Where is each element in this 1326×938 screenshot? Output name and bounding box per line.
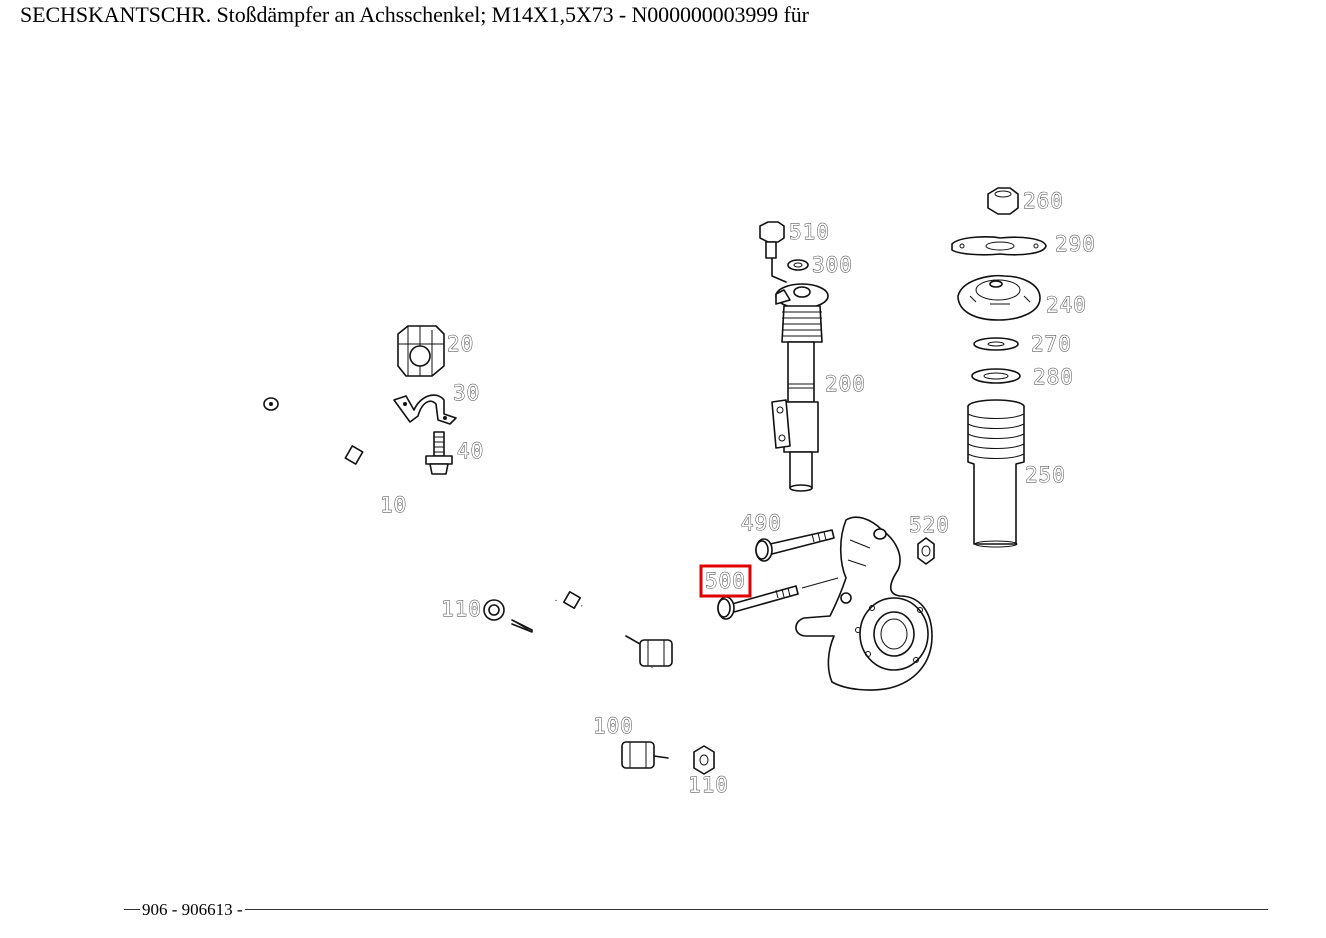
nut-110-bottom-part[interactable] [693, 745, 715, 775]
label-part-300[interactable]: 300 [812, 253, 853, 278]
highlight-box-500 [699, 564, 752, 598]
label-part-10[interactable]: 10 [380, 493, 407, 518]
bump-stop-part[interactable] [971, 368, 1021, 384]
page-title: SECHSKANTSCHR. Stoßdämpfer an Achsschenk… [20, 2, 809, 27]
label-part-200[interactable]: 200 [825, 372, 866, 397]
label-part-520[interactable]: 520 [909, 513, 950, 538]
protective-boot-part[interactable] [967, 399, 1025, 548]
label-part-110-left[interactable]: 110 [441, 597, 482, 622]
label-part-110-bottom[interactable]: 110 [688, 773, 729, 798]
nut-260-part[interactable] [987, 187, 1019, 215]
coupling-rod-part[interactable] [621, 635, 673, 769]
label-part-240[interactable]: 240 [1046, 293, 1087, 318]
bolt-490-part[interactable] [755, 529, 835, 562]
washer-270-part[interactable] [973, 337, 1019, 351]
strut-mount-part[interactable] [957, 274, 1041, 321]
label-part-250[interactable]: 250 [1025, 463, 1066, 488]
bushing-part[interactable] [397, 325, 445, 377]
nut-110-left-part[interactable] [483, 599, 533, 633]
label-part-280[interactable]: 280 [1033, 365, 1074, 390]
steering-knuckle-part[interactable] [795, 516, 933, 691]
shock-absorber-part[interactable] [771, 255, 829, 492]
footer-reference: 906 - 906613 - [140, 900, 245, 920]
nut-520-part[interactable] [917, 537, 935, 565]
label-part-260[interactable]: 260 [1023, 189, 1064, 214]
stabilizer-bar-part[interactable] [263, 367, 642, 645]
bolt-40-part[interactable] [425, 431, 453, 475]
plate-290-part[interactable] [951, 236, 1047, 256]
label-part-290[interactable]: 290 [1055, 232, 1096, 257]
label-part-100[interactable]: 100 [593, 714, 634, 739]
label-part-270[interactable]: 270 [1031, 332, 1072, 357]
label-part-490[interactable]: 490 [741, 511, 782, 536]
label-part-30[interactable]: 30 [453, 381, 480, 406]
footer-divider [124, 909, 1268, 910]
label-part-40[interactable]: 40 [457, 439, 484, 464]
bolt-510-part[interactable] [759, 221, 785, 259]
washer-300-part[interactable] [787, 259, 809, 271]
clamp-part[interactable] [393, 394, 457, 425]
label-part-510[interactable]: 510 [789, 220, 830, 245]
bolt-500-part[interactable] [717, 577, 839, 620]
label-part-500[interactable]: 500 [705, 569, 746, 594]
label-part-20[interactable]: 20 [447, 332, 474, 357]
